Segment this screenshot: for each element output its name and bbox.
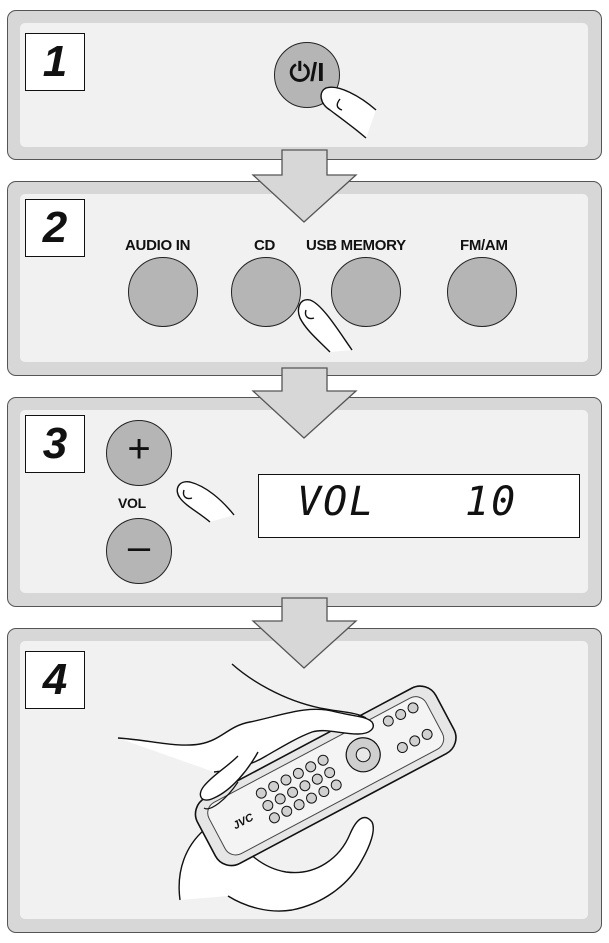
arrow-3-to-4: [251, 597, 358, 669]
remote-control-illustration: JVC: [117, 663, 457, 912]
pressing-hand: [117, 708, 374, 773]
step-3-number: 3: [25, 415, 85, 473]
step-1-panel: 1 ⏻/I: [7, 10, 602, 160]
step-4-number: 4: [25, 651, 85, 709]
power-symbol: ⏻/I: [289, 57, 325, 87]
fm-am-label: FM/AM: [460, 237, 508, 254]
finger-icon-usb: [297, 299, 353, 353]
arrow-2-to-3: [251, 367, 358, 439]
finger-icon-power: [320, 86, 377, 139]
minus-icon: –: [127, 525, 151, 569]
volume-display: VOL 10: [258, 474, 580, 538]
usb-memory-button[interactable]: [331, 257, 401, 327]
step-4-panel: 4: [7, 628, 602, 933]
audio-in-label: AUDIO IN: [125, 237, 191, 254]
plus-icon: +: [127, 427, 151, 471]
cd-label: CD: [254, 237, 276, 254]
step-1-number: 1: [25, 33, 85, 91]
display-vol-text: VOL: [297, 479, 376, 525]
remote-buttons: [255, 702, 433, 824]
vol-label: VOL: [118, 495, 146, 511]
usb-memory-label: USB MEMORY: [306, 237, 406, 254]
step-2-number: 2: [25, 199, 85, 257]
audio-in-button[interactable]: [128, 257, 198, 327]
volume-down-button[interactable]: –: [106, 518, 172, 584]
arrow-1-to-2: [251, 149, 358, 223]
finger-icon-volume: [176, 481, 235, 523]
volume-up-button[interactable]: +: [106, 420, 172, 486]
cd-button[interactable]: [231, 257, 301, 327]
display-vol-value: 10: [465, 479, 518, 525]
fm-am-button[interactable]: [447, 257, 517, 327]
